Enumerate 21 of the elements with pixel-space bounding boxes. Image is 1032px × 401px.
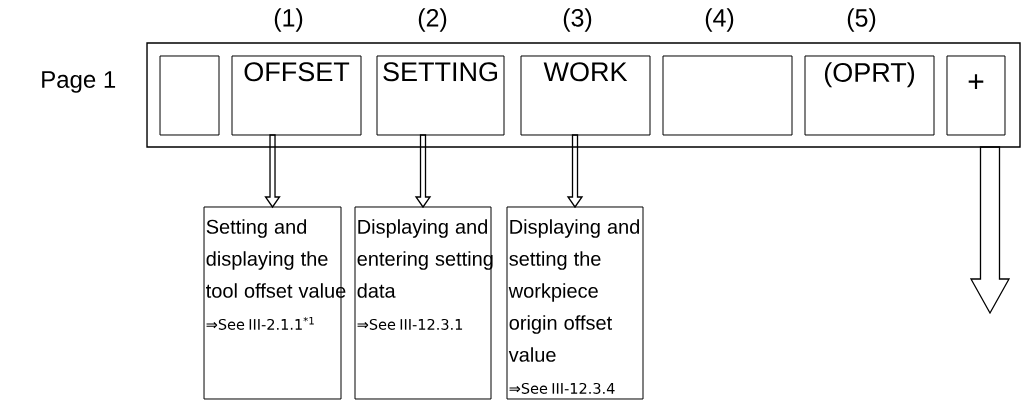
description-box: Displaying and setting the workpiece origin offset value ⇒See III-12.3.4 xyxy=(506,206,644,400)
key-number: (5) xyxy=(847,8,876,32)
hollow-arrow xyxy=(566,134,584,209)
softkey xyxy=(159,55,220,136)
key-number: (1) xyxy=(274,8,303,32)
softkey: SETTING xyxy=(376,55,505,136)
key-number: (2) xyxy=(418,8,447,32)
hollow-arrow xyxy=(264,134,281,209)
key-number: (3) xyxy=(563,8,592,32)
description-box: Displaying and entering setting data ⇒See III-12.3.1 xyxy=(354,206,493,400)
page-label: Page 1 xyxy=(42,71,116,93)
softkey: + xyxy=(946,55,1006,136)
hollow-arrow xyxy=(414,134,432,209)
key-number: (4) xyxy=(705,8,734,32)
softkey xyxy=(662,55,793,136)
softkey-bar xyxy=(146,42,1021,148)
softkey: WORK xyxy=(520,55,651,136)
large-hollow-arrow xyxy=(969,146,1011,315)
description-box: Setting and displaying the tool offset value ⇒See III-2.1.1$^{*1}$ xyxy=(203,206,346,400)
softkey: OFFSET xyxy=(231,55,362,136)
softkey: (OPRT) xyxy=(804,55,935,136)
